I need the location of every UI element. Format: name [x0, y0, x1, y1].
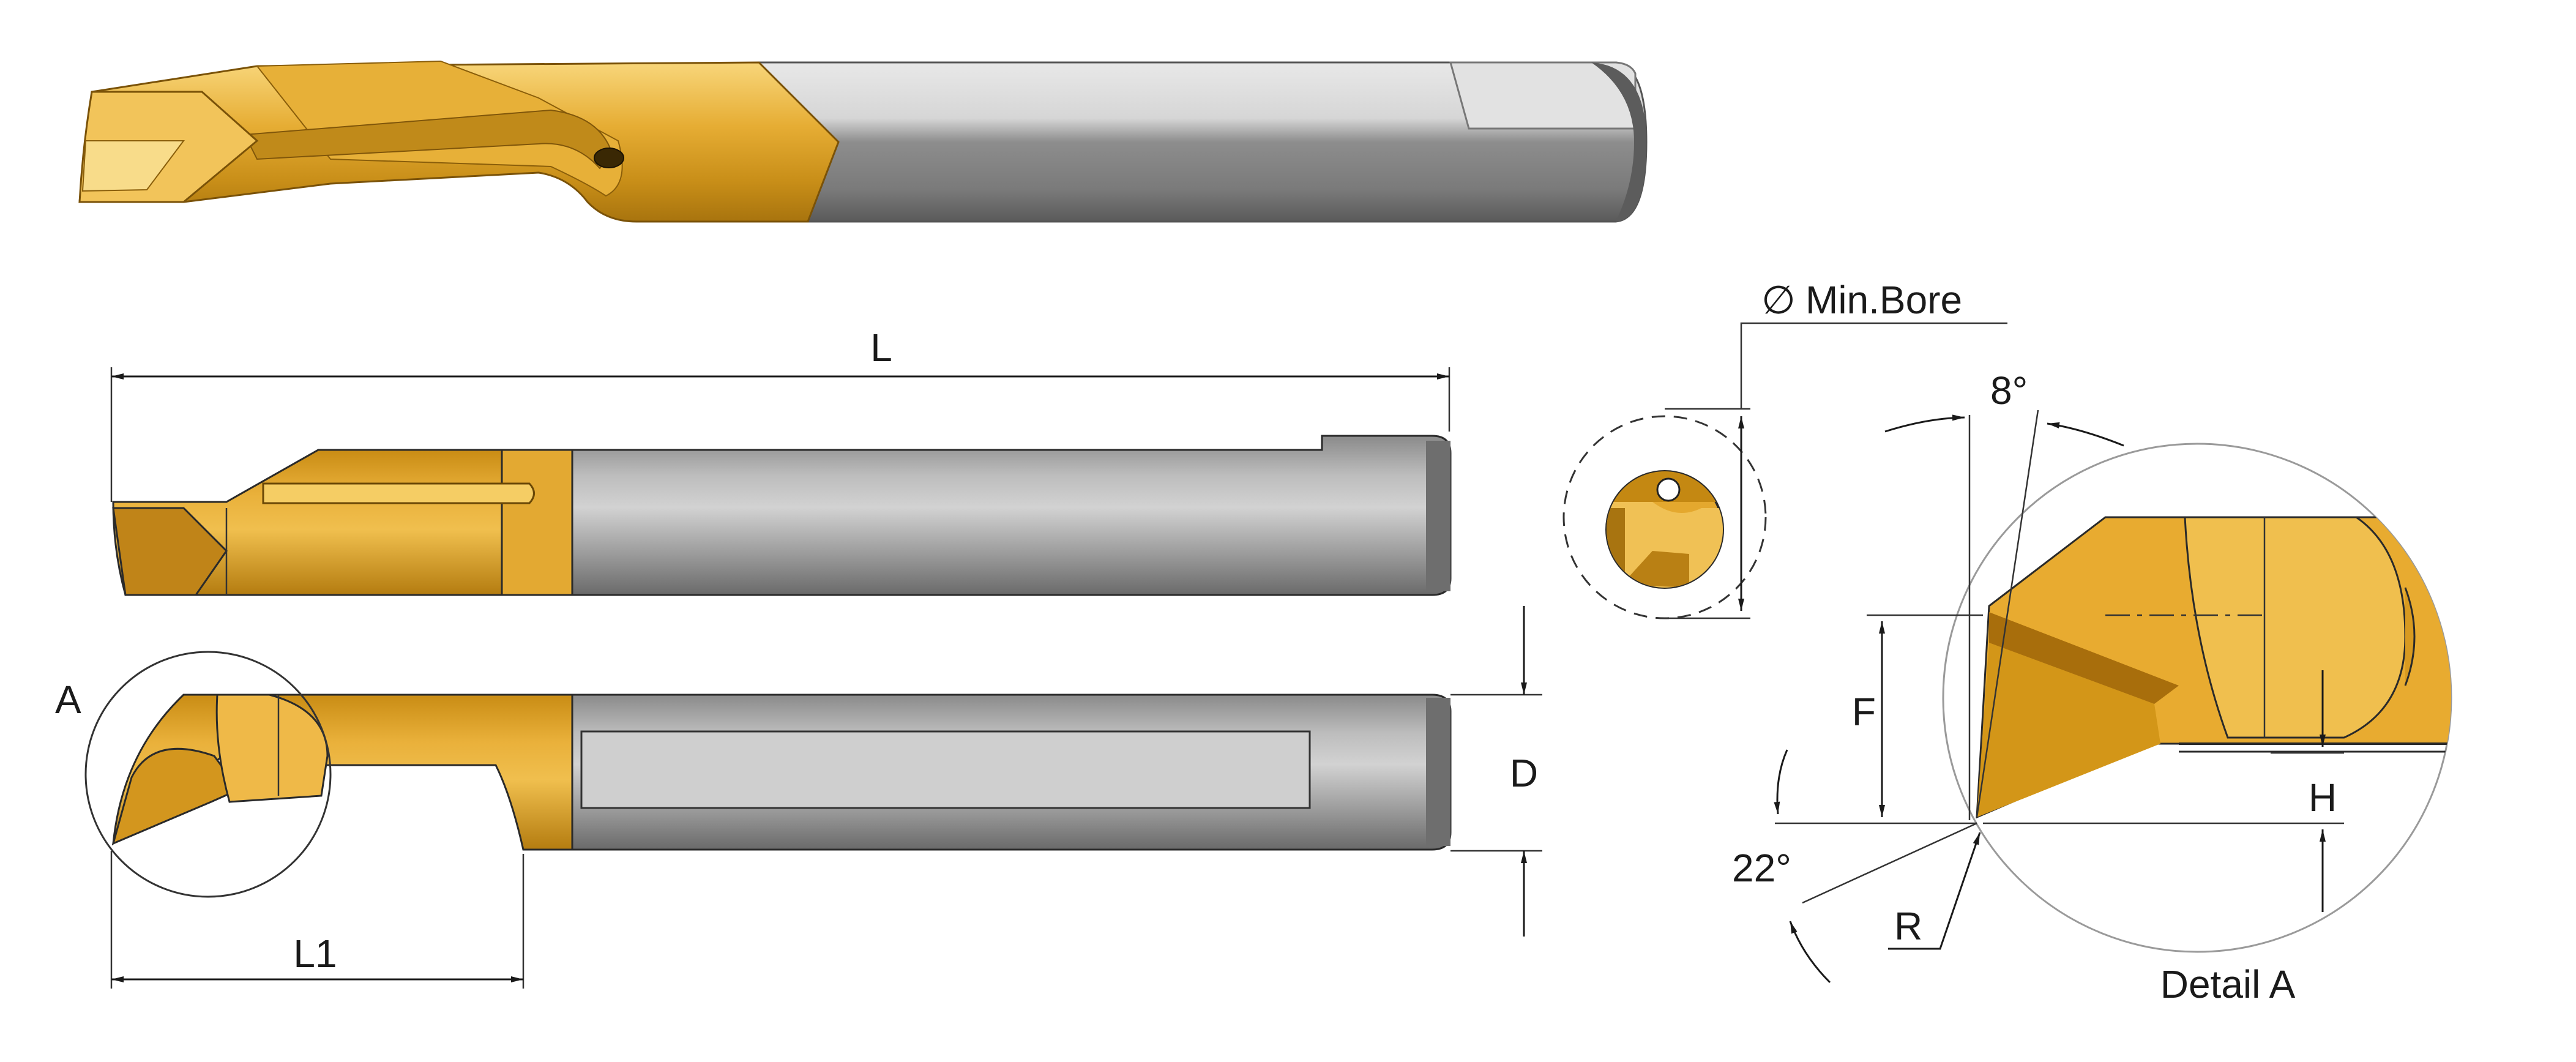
- label-diameter-symbol: ∅: [1761, 278, 1796, 322]
- end-view: [1562, 415, 1767, 619]
- detail-tip-shade: [1989, 612, 2179, 704]
- dimension-H: H: [1983, 670, 2344, 912]
- label-A: A: [55, 678, 81, 722]
- render-shank-chamfer: [1591, 62, 1646, 222]
- dimension-D: D: [1450, 606, 1542, 937]
- detail-A-view: [1942, 443, 2452, 953]
- label-22deg: 22°: [1732, 846, 1791, 890]
- angle-22deg: 22°: [1732, 749, 1977, 984]
- bottom-shank-chamfer: [1426, 698, 1450, 846]
- side-view-top: [112, 435, 1452, 596]
- label-R: R: [1894, 904, 1922, 948]
- render-tip-face: [81, 140, 185, 192]
- label-F: F: [1852, 690, 1876, 734]
- side-tip: [112, 507, 228, 596]
- angle-8deg: 8°: [1884, 368, 2124, 820]
- radius-R: R: [1888, 832, 1981, 950]
- dimension-F: F: [1775, 614, 1983, 825]
- bottom-tip-rounded: [215, 694, 329, 803]
- label-min-bore: Min.Bore: [1805, 278, 1962, 322]
- detail-A-title: Detail A: [2160, 962, 2296, 1006]
- side-coolant-channel: [262, 482, 535, 504]
- dimension-L: L: [110, 326, 1450, 502]
- side-view-bottom: [111, 694, 1452, 851]
- label-8deg: 8°: [1990, 368, 2028, 413]
- label-H: H: [2309, 776, 2337, 820]
- side-shank: [571, 435, 1452, 596]
- side-collar: [501, 449, 573, 596]
- render-coolant-hole: [594, 148, 624, 168]
- label-L1: L1: [293, 932, 337, 976]
- detail-round-lobe: [2184, 516, 2406, 739]
- dimension-min-bore: ∅ Min.Bore: [1665, 278, 2007, 619]
- detail-callout-A: A: [55, 651, 332, 898]
- bottom-flat-panel: [580, 730, 1311, 809]
- bottom-tip-face: [111, 747, 241, 845]
- label-D: D: [1510, 751, 1538, 795]
- tool-3d-render: [78, 60, 1648, 223]
- detail-tip-facet: [1977, 643, 2160, 817]
- side-shank-chamfer: [1426, 441, 1450, 591]
- dimension-L1: L1: [110, 851, 525, 989]
- label-L: L: [870, 326, 892, 370]
